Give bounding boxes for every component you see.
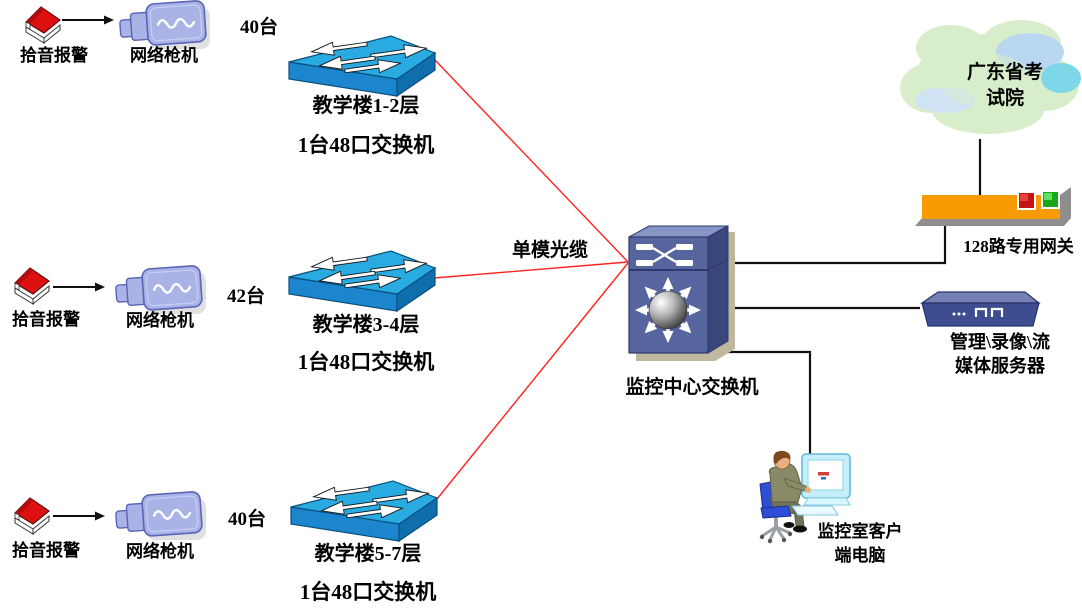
network-camera-icon <box>113 490 208 542</box>
row1-camera-count: 40台 <box>239 17 278 38</box>
row3-alarm-label: 拾音报警 <box>12 541 80 560</box>
row3-camera-label: 网络枪机 <box>126 542 194 561</box>
row3-camera-count: 40台 <box>227 509 266 530</box>
copper-links <box>715 139 982 457</box>
floor-switch-icon-3 <box>290 480 438 542</box>
row3-switch-name: 教学楼5-7层 <box>314 543 422 565</box>
core-switch-label: 监控中心交换机 <box>625 377 759 398</box>
fiber-links <box>433 59 629 500</box>
gateway-led-buttons <box>1017 190 1060 210</box>
cloud-label-line2: 试院 <box>985 88 1024 109</box>
network-camera-icon <box>117 0 212 51</box>
row2-switch-name: 教学楼3-4层 <box>312 314 420 336</box>
gateway-icon <box>915 187 1071 226</box>
gateway-label: 128路专用网关 <box>963 237 1074 256</box>
audio-alarm-icon <box>14 267 50 305</box>
row2-camera-count: 42台 <box>226 286 265 307</box>
row2-switch-spec: 1台48口交换机 <box>297 350 435 374</box>
audio-alarm-icon <box>14 497 50 535</box>
server-label-line2: 媒体服务器 <box>955 356 1045 376</box>
row1-camera-label: 网络枪机 <box>130 46 198 65</box>
client-label-line1: 监控室客户 <box>817 522 903 541</box>
network-camera-icon <box>113 264 208 316</box>
cloud-label-line1: 广东省考 <box>966 62 1043 83</box>
floor-switch-icon-1 <box>288 35 436 97</box>
row1-switch-name: 教学楼1-2层 <box>312 95 420 117</box>
media-server-icon <box>920 291 1041 327</box>
row1-switch-spec: 1台48口交换机 <box>297 133 435 157</box>
row1-alarm-label: 拾音报警 <box>20 46 88 65</box>
audio-alarm-icon <box>25 6 61 44</box>
server-label-line1: 管理\录像\流 <box>949 332 1050 352</box>
row3-switch-spec: 1台48口交换机 <box>299 580 437 604</box>
arrow-icon <box>52 281 106 293</box>
arrow-icon <box>61 14 115 26</box>
core-switch-icon <box>628 225 735 361</box>
arrow-icon <box>52 510 106 522</box>
fiber-cable-label: 单模光缆 <box>511 240 588 261</box>
client-label-line2: 端电脑 <box>834 546 886 565</box>
client-workstation-icon <box>759 450 851 544</box>
floor-switch-icon-2 <box>288 250 436 312</box>
wan-cloud-icon <box>900 20 1081 134</box>
row2-alarm-label: 拾音报警 <box>12 310 80 329</box>
row2-camera-label: 网络枪机 <box>126 311 194 330</box>
